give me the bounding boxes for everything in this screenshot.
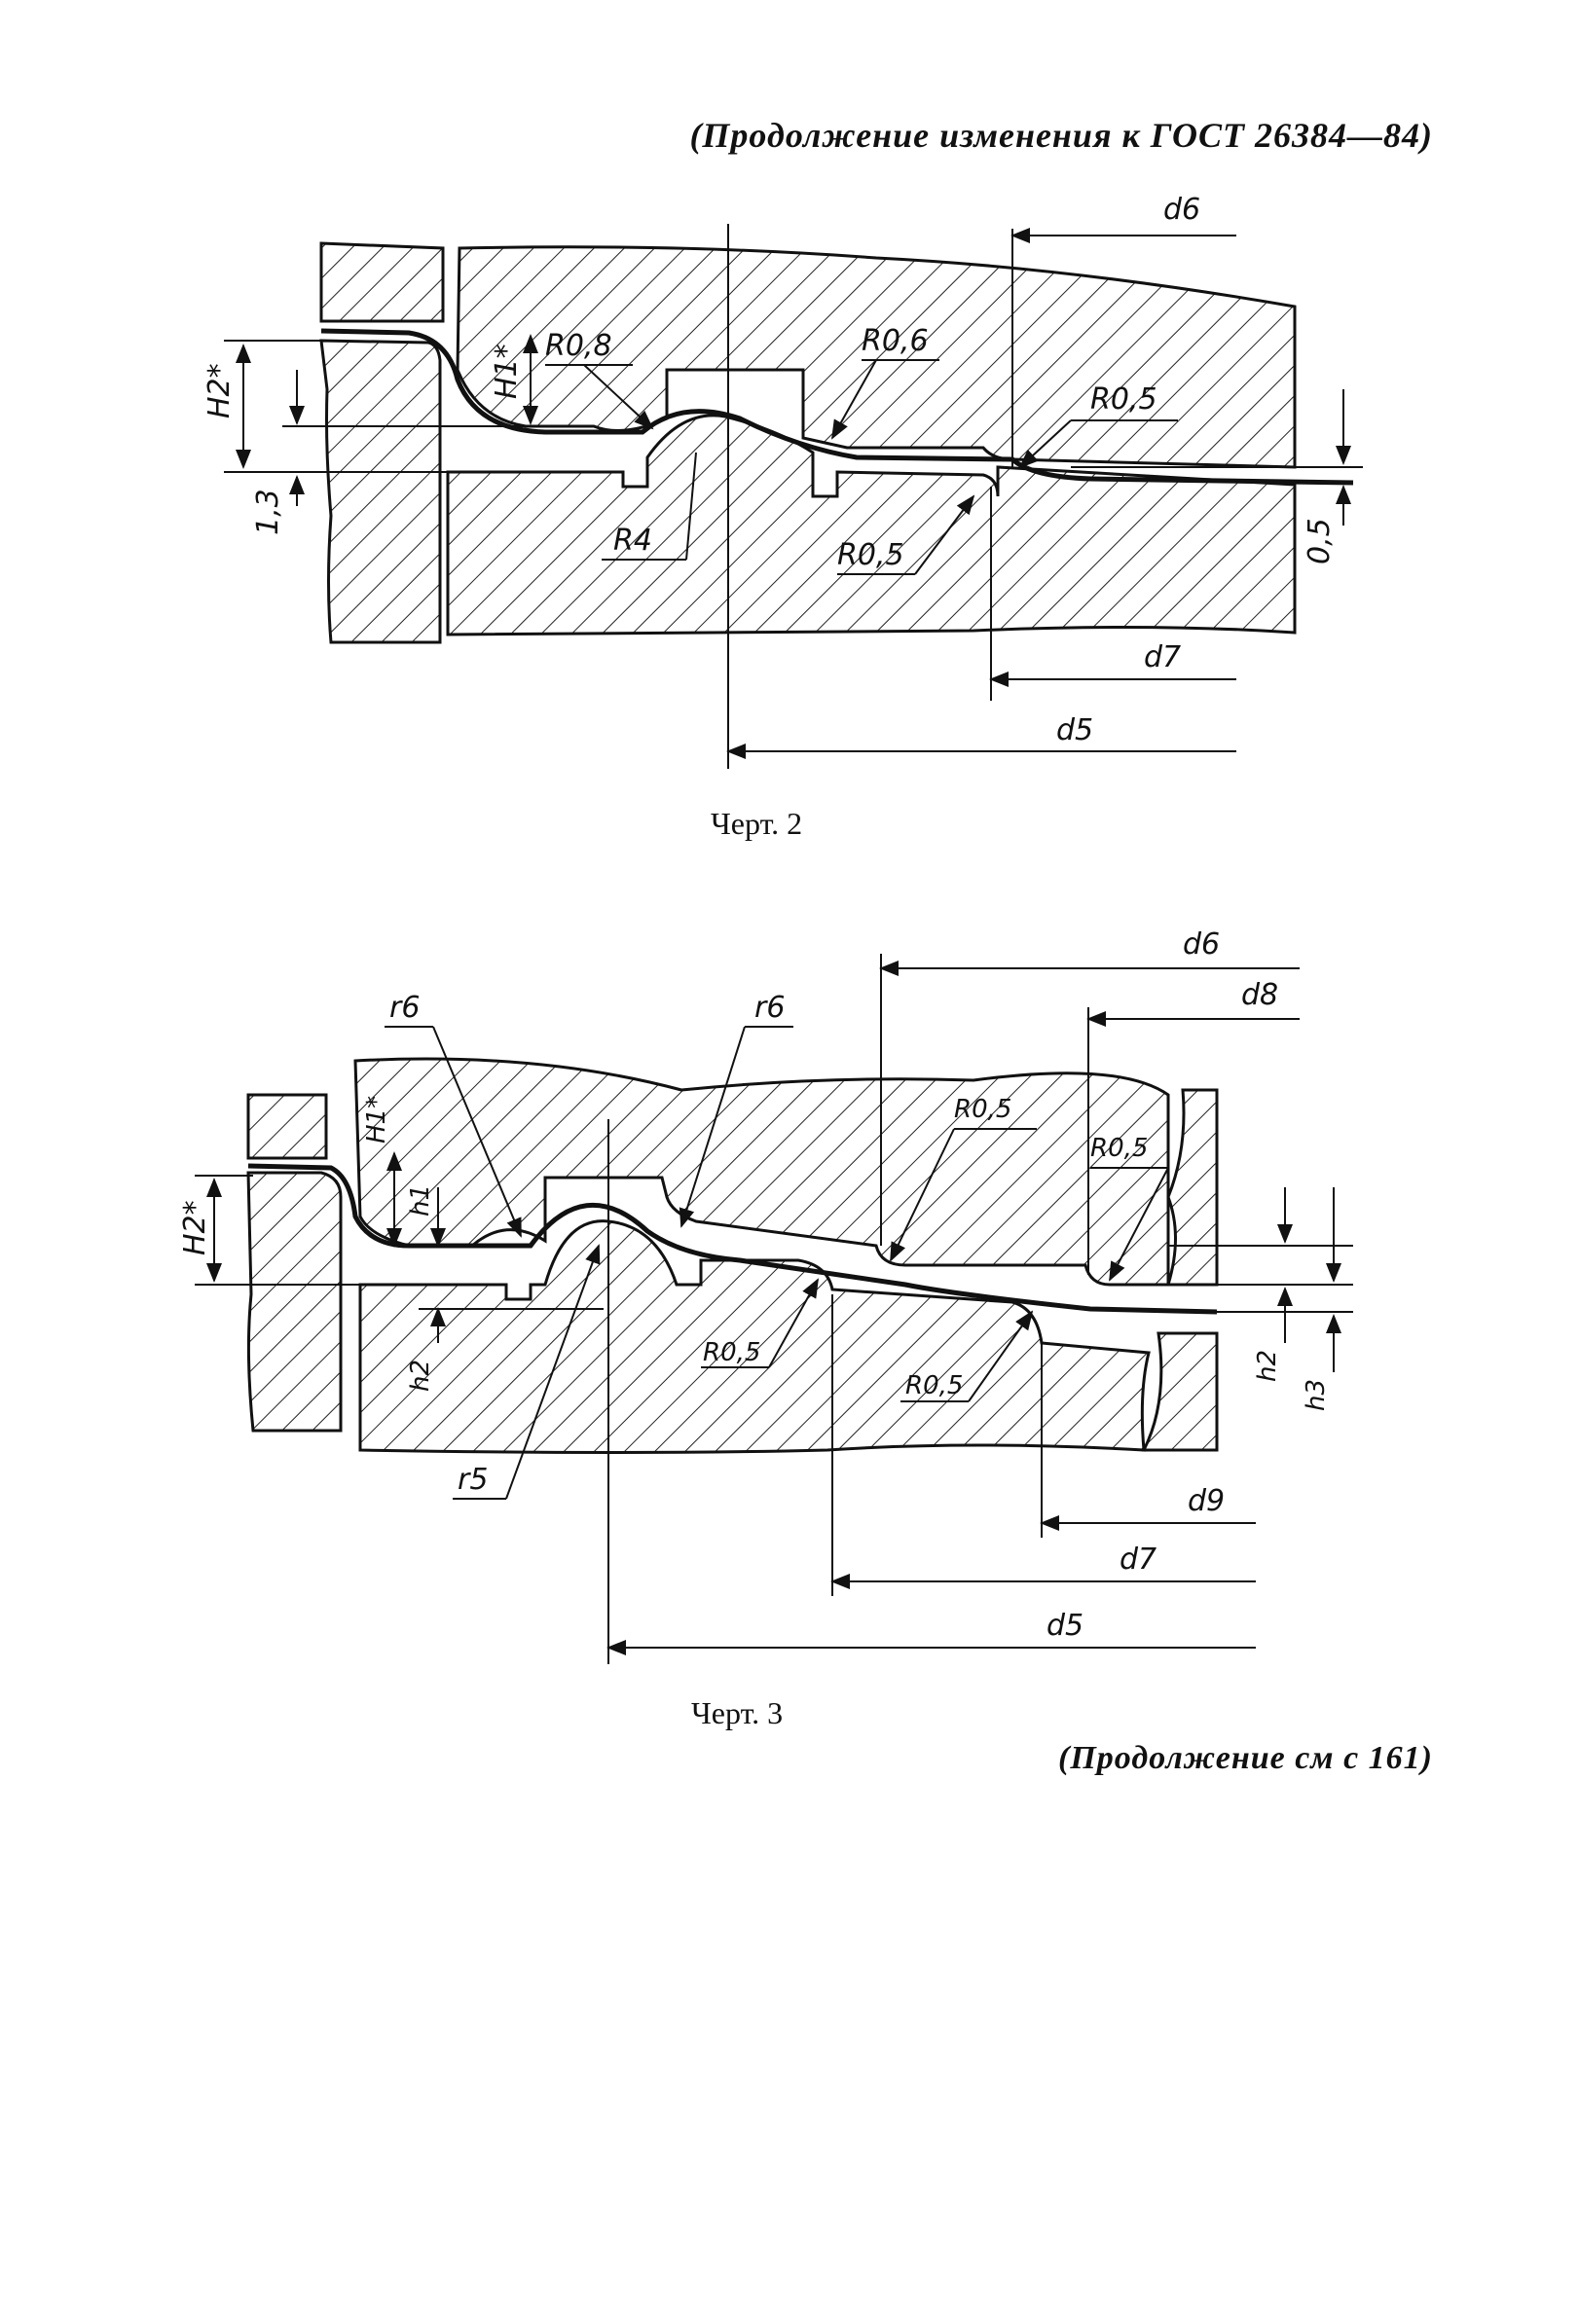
figure-2-drawing: d6 d7 d5 R0,8 R0,6 R0,5 R0,5 R4 H2* H1* … <box>202 193 1363 769</box>
sheet-profile <box>320 328 1354 486</box>
label-r6-right: r6 <box>754 991 785 1025</box>
label-r05-a: R0,5 <box>954 1095 1011 1124</box>
label-d9: d9 <box>1188 1484 1225 1518</box>
label-h2: h2 <box>1253 1350 1282 1382</box>
left-lower-block <box>319 339 442 644</box>
left-upper-block <box>246 1093 328 1160</box>
right-upper-block <box>1165 1088 1219 1287</box>
upper-die <box>456 245 1297 469</box>
label-r05-bottom: R0,5 <box>837 538 904 572</box>
figure-3-drawing: d6 d8 d9 d7 d5 r6 r6 r5 R0,5 R0,5 R0,5 R… <box>178 927 1353 1664</box>
left-lower-block <box>246 1171 343 1433</box>
upper-die <box>353 1057 1170 1287</box>
label-d5: d5 <box>1047 1609 1083 1643</box>
label-d5: d5 <box>1056 713 1093 747</box>
label-d7: d7 <box>1120 1543 1157 1577</box>
label-r6-left: r6 <box>389 991 420 1025</box>
sheet-profile <box>247 1163 1218 1315</box>
label-r05-b: R0,5 <box>1090 1134 1148 1163</box>
label-0-5: 0,5 <box>1303 518 1337 564</box>
figure-3-caption: Черт. 3 <box>691 1695 784 1730</box>
label-H2: H2* <box>178 1200 212 1255</box>
label-d8: d8 <box>1241 978 1278 1012</box>
figure-2-caption: Черт. 2 <box>711 806 803 841</box>
page-footer: (Продолжение см с 161) <box>1058 1740 1433 1776</box>
label-r08: R0,8 <box>545 329 612 363</box>
right-lower-block <box>1141 1331 1219 1452</box>
label-h3: h3 <box>1302 1379 1331 1411</box>
label-d6: d6 <box>1163 193 1200 227</box>
label-r05-c: R0,5 <box>703 1338 760 1367</box>
label-r06: R0,6 <box>862 324 929 358</box>
label-d6: d6 <box>1183 927 1220 962</box>
label-r05-top: R0,5 <box>1090 382 1157 417</box>
label-d7: d7 <box>1144 640 1181 674</box>
left-upper-block <box>319 241 445 323</box>
label-h2-left: h2 <box>406 1360 435 1392</box>
label-r05-d: R0,5 <box>905 1371 963 1400</box>
label-r4: R4 <box>613 524 652 558</box>
label-H1: H1* <box>362 1096 391 1144</box>
label-h1: h1 <box>406 1184 435 1216</box>
label-1-3: 1,3 <box>251 489 285 535</box>
page-header: (Продолжение изменения к ГОСТ 26384—84) <box>689 116 1433 155</box>
label-r5: r5 <box>458 1463 488 1497</box>
label-H2: H2* <box>202 363 237 418</box>
label-H1: H1* <box>490 344 524 399</box>
lower-die <box>358 1219 1151 1454</box>
